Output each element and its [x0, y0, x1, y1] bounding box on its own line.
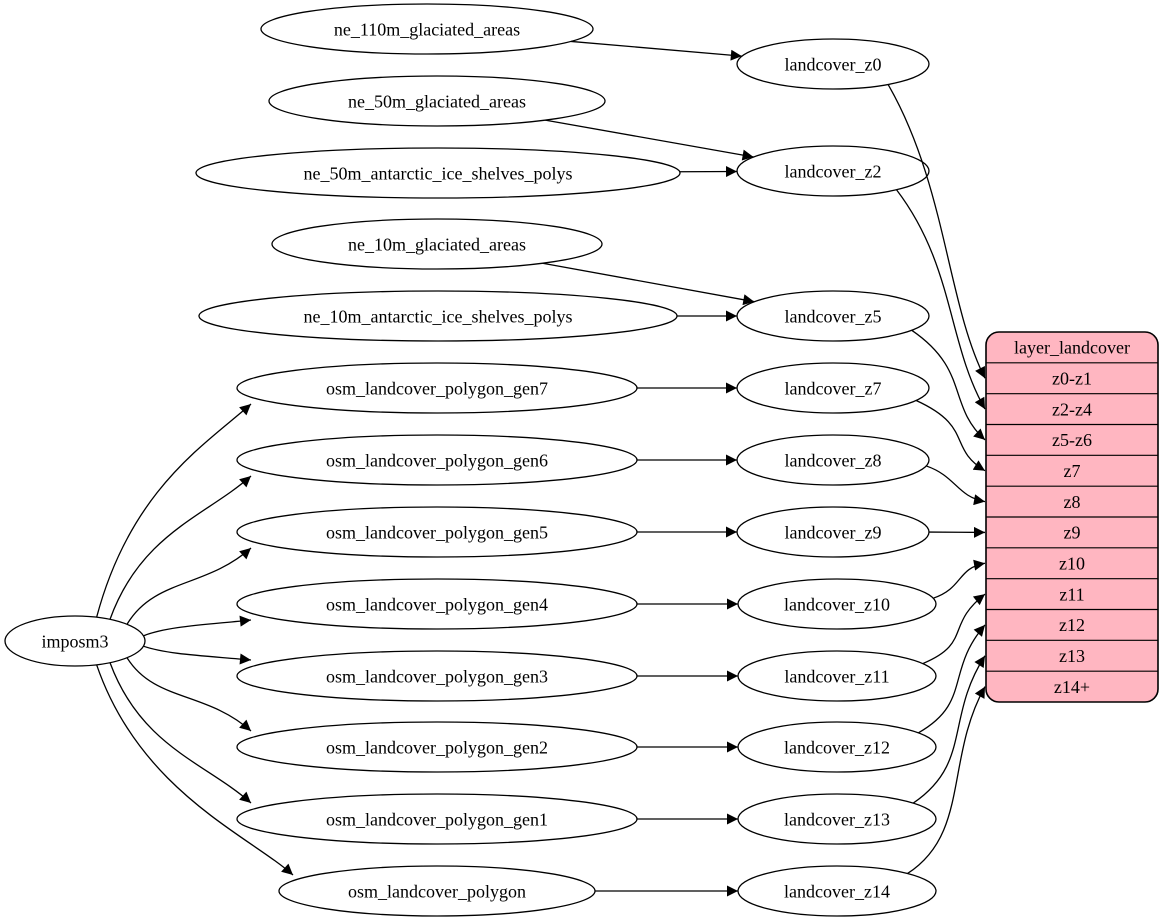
node-label-osm_landcover_polygon: osm_landcover_polygon: [348, 881, 526, 901]
node-label-landcover_z7: landcover_z7: [785, 378, 882, 398]
table-row-z2-z4: z2-z4: [1052, 399, 1092, 419]
record-table-layer: [985, 331, 1159, 703]
table-title: layer_landcover: [1014, 338, 1130, 358]
node-label-ne_10m_glaciated_areas: ne_10m_glaciated_areas: [348, 234, 526, 254]
node-label-ne_10m_antarctic_ice_shelves_polys: ne_10m_antarctic_ice_shelves_polys: [304, 306, 573, 326]
node-label-landcover_z12: landcover_z12: [784, 737, 890, 757]
table-row-z14+: z14+: [1054, 677, 1090, 697]
node-ne_50m_antarctic_ice_shelves_polys: [195, 147, 681, 199]
table-row-z10: z10: [1059, 554, 1085, 574]
node-label-landcover_z2: landcover_z2: [785, 161, 882, 181]
node-label-osm_landcover_polygon_gen1: osm_landcover_polygon_gen1: [326, 809, 548, 829]
edge-ne_50m_glaciated_areas-to-landcover_z2: [545, 119, 754, 161]
node-label-osm_landcover_polygon_gen2: osm_landcover_polygon_gen2: [326, 737, 548, 757]
node-label-ne_110m_glaciated_areas: ne_110m_glaciated_areas: [334, 19, 520, 39]
node-label-landcover_z9: landcover_z9: [785, 522, 882, 542]
edge-landcover_z0-to-layer_landcover-z0-z1: [887, 84, 986, 379]
table-row-z7: z7: [1064, 461, 1081, 481]
node-label-ne_50m_glaciated_areas: ne_50m_glaciated_areas: [348, 91, 526, 111]
labels-layer: imposm3 ne_110m_glaciated_areas ne_50m_gla…: [41, 19, 1129, 901]
node-label-osm_landcover_polygon_gen3: osm_landcover_polygon_gen3: [326, 666, 548, 686]
node-label-osm_landcover_polygon_gen5: osm_landcover_polygon_gen5: [326, 522, 548, 542]
node-label-landcover_z5: landcover_z5: [785, 306, 882, 326]
edge-imposm3-to-osm_landcover_polygon_gen6: [109, 475, 252, 620]
edge-landcover_z10-to-layer_landcover-z10: [933, 559, 986, 599]
edge-landcover_z12-to-layer_landcover-z12: [918, 624, 986, 734]
edge-imposm3-to-osm_landcover_polygon_gen4: [143, 615, 252, 637]
edge-ne_10m_glaciated_areas-to-landcover_z5: [542, 262, 755, 306]
table-row-z0-z1: z0-z1: [1052, 369, 1092, 389]
node-label-landcover_z10: landcover_z10: [784, 594, 890, 614]
table-row-z9: z9: [1064, 523, 1081, 543]
edge-imposm3-to-osm_landcover_polygon_gen2: [126, 657, 252, 732]
node-label-landcover_z13: landcover_z13: [784, 809, 890, 829]
edge-landcover_z11-to-layer_landcover-z11: [922, 593, 986, 665]
node-ne_10m_glaciated_areas: [271, 218, 603, 270]
edge-landcover_z7-to-layer_landcover-z7: [915, 399, 986, 472]
node-label-landcover_z0: landcover_z0: [785, 54, 882, 74]
nodes-layer: [4, 3, 937, 917]
node-label-osm_landcover_polygon_gen7: osm_landcover_polygon_gen7: [326, 378, 548, 398]
edge-landcover_z5-to-layer_landcover-z5-z6: [911, 329, 986, 441]
edge-landcover_z14-to-layer_landcover-z14+: [907, 686, 986, 875]
node-ne_50m_glaciated_areas: [268, 75, 606, 127]
table-row-z8: z8: [1064, 492, 1081, 512]
node-label-ne_50m_antarctic_ice_shelves_polys: ne_50m_antarctic_ice_shelves_polys: [304, 163, 573, 183]
edge-landcover_z2-to-layer_landcover-z2-z4: [896, 189, 986, 410]
node-label-osm_landcover_polygon_gen6: osm_landcover_polygon_gen6: [326, 450, 548, 470]
edges-layer: [96, 40, 986, 897]
table-row-z13: z13: [1059, 646, 1085, 666]
edge-ne_110m_glaciated_areas-to-landcover_z0: [571, 40, 742, 61]
node-label-imposm3: imposm3: [41, 631, 108, 651]
table-row-z12: z12: [1059, 615, 1085, 635]
node-imposm3: [4, 615, 146, 667]
edge-imposm3-to-osm_landcover_polygon: [96, 664, 294, 876]
node-label-osm_landcover_polygon_gen4: osm_landcover_polygon_gen4: [326, 594, 548, 614]
node-landcover_z0: [736, 38, 930, 90]
node-label-landcover_z8: landcover_z8: [785, 450, 882, 470]
edge-imposm3-to-osm_landcover_polygon_gen3: [143, 645, 252, 665]
edge-imposm3-to-osm_landcover_polygon_gen5: [126, 547, 252, 625]
edge-landcover_z13-to-layer_landcover-z13: [912, 655, 986, 804]
edge-landcover_z8-to-layer_landcover-z8: [926, 465, 986, 506]
edge-imposm3-to-osm_landcover_polygon_gen7: [96, 403, 252, 618]
table-row-z11: z11: [1059, 584, 1084, 604]
node-label-landcover_z11: landcover_z11: [784, 666, 889, 686]
node-label-landcover_z14: landcover_z14: [784, 881, 890, 901]
edge-imposm3-to-osm_landcover_polygon_gen1: [109, 662, 252, 804]
table-row-z5-z6: z5-z6: [1052, 430, 1092, 450]
node-ne_110m_glaciated_areas: [260, 3, 594, 55]
